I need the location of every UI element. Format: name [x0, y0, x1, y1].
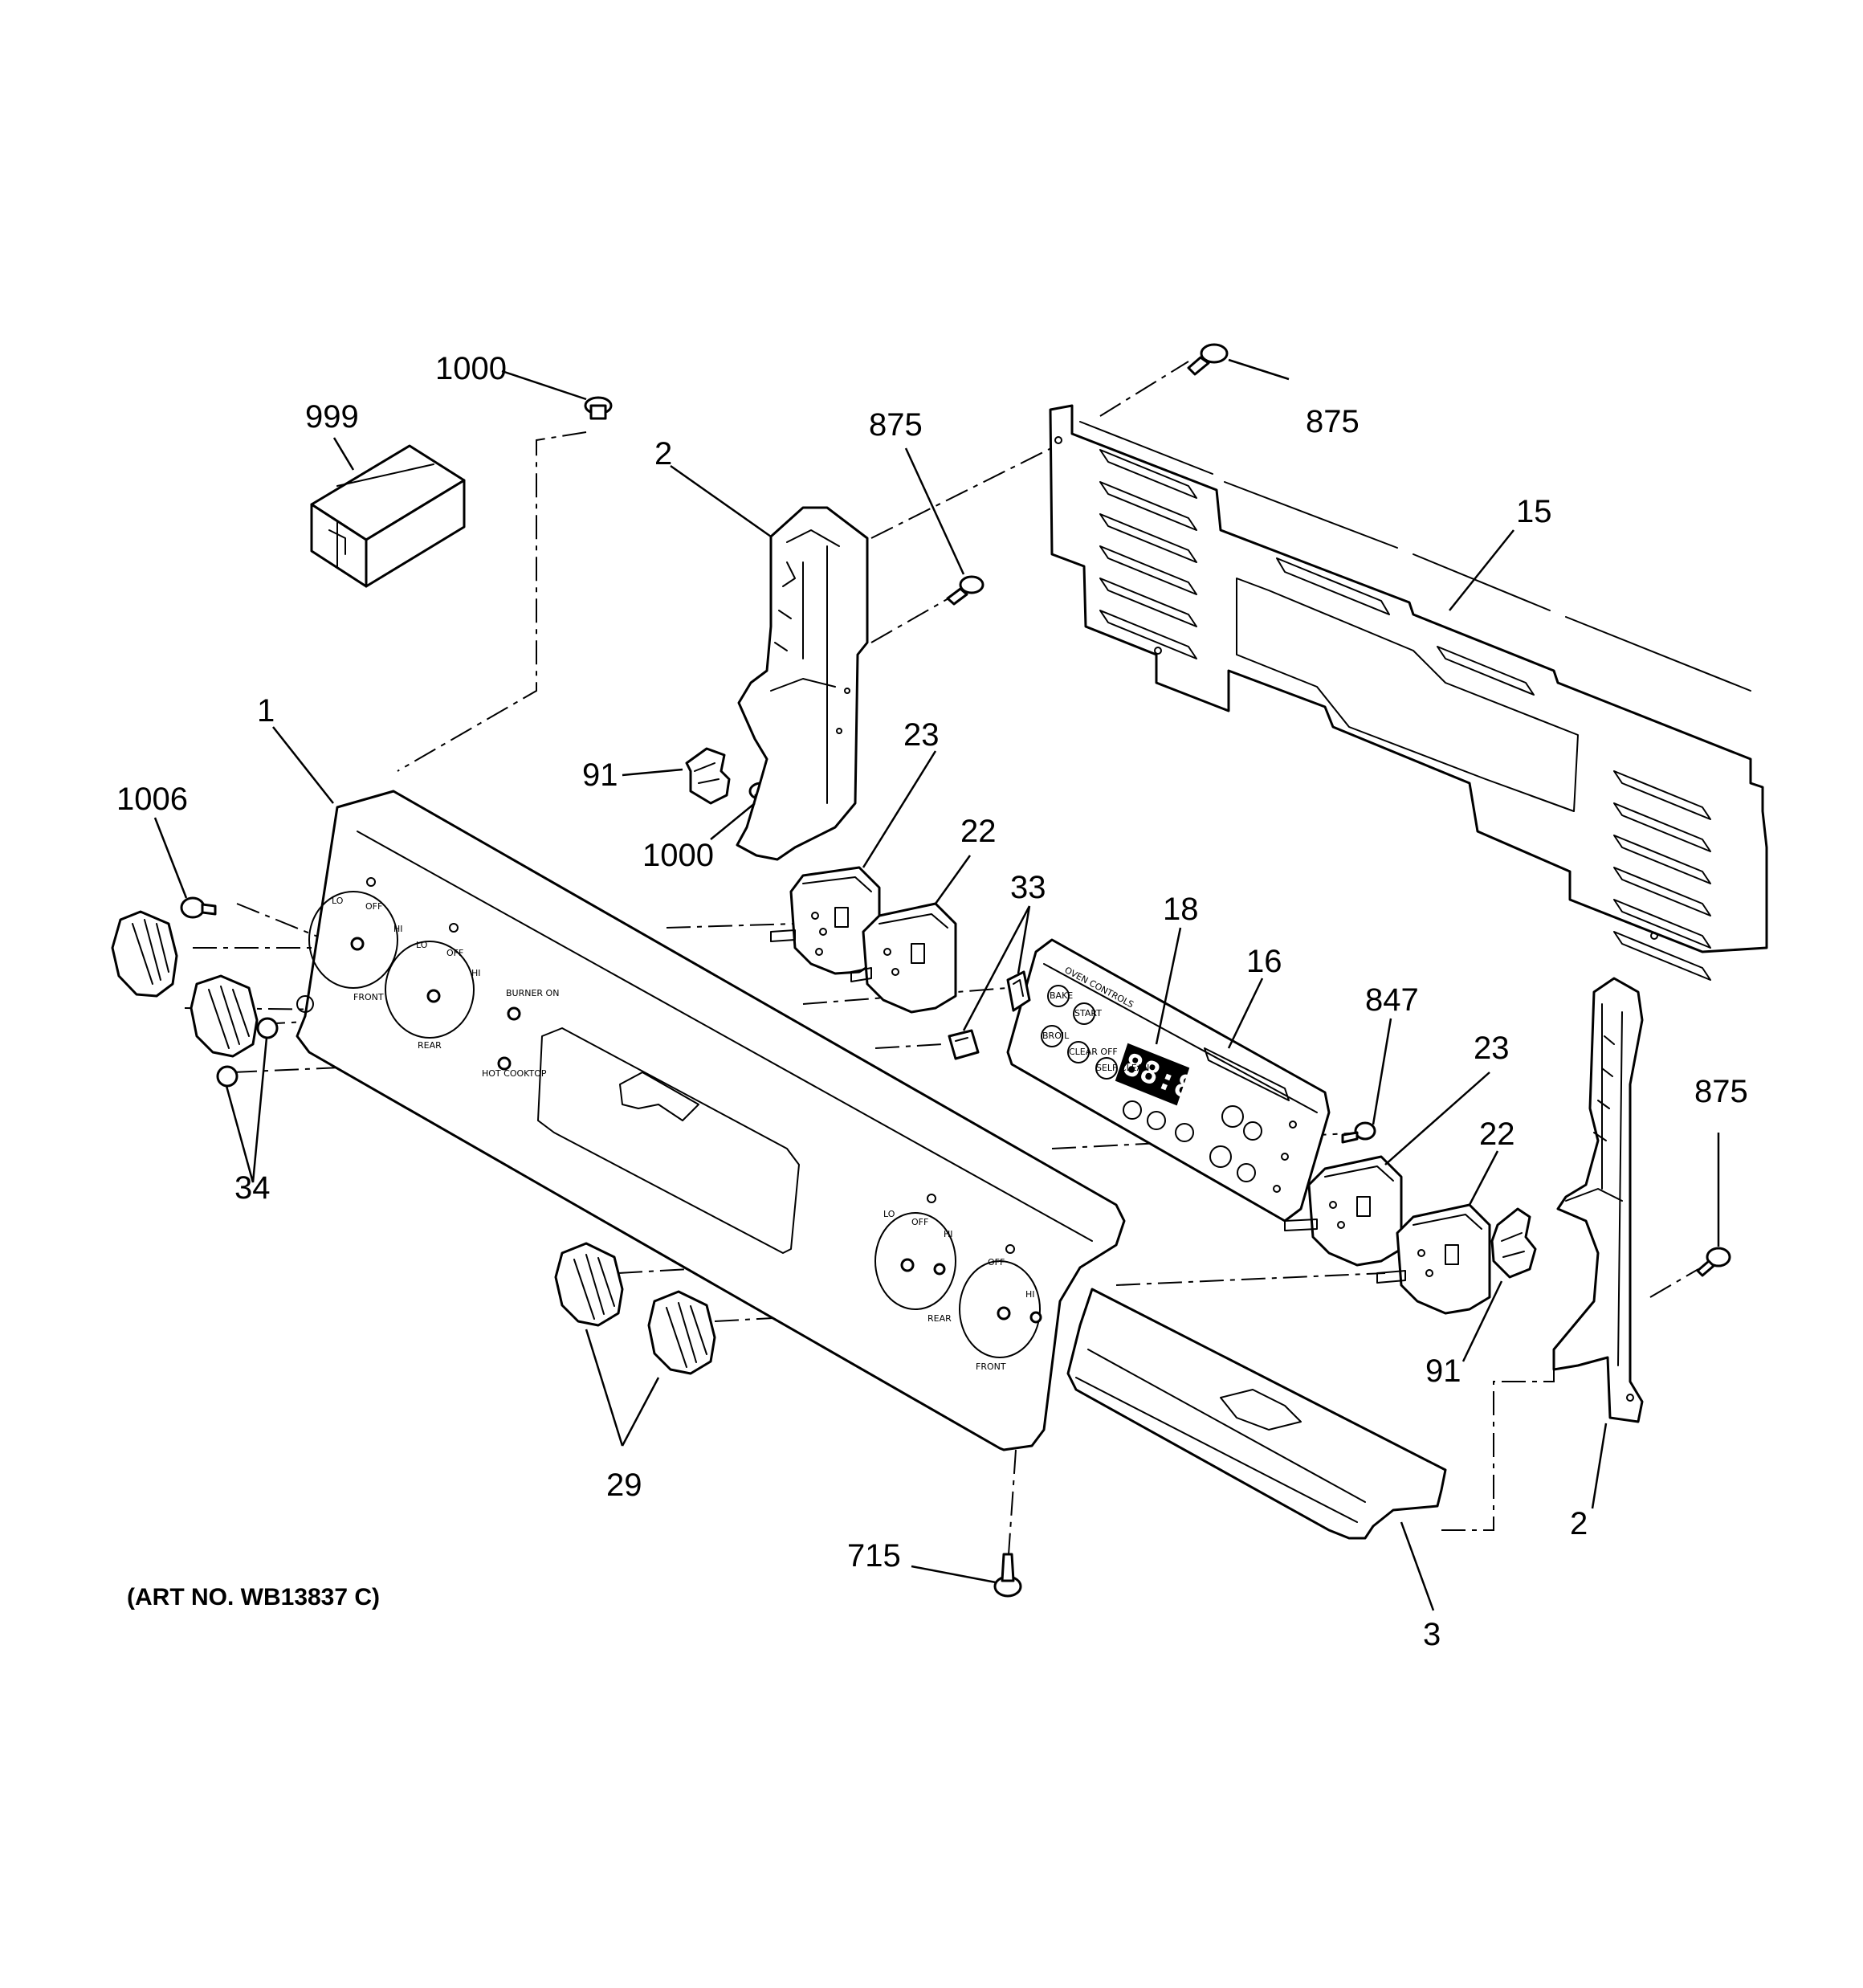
grommet-34-lower	[216, 1065, 238, 1088]
part-22-infinite-switch-left	[850, 902, 957, 1014]
part-15-rear-panel	[1049, 404, 1768, 981]
callout-29: 29	[606, 1468, 642, 1503]
callout-22-right: 22	[1479, 1116, 1515, 1152]
screw-715	[993, 1553, 1022, 1598]
dial-off-label: OFF	[365, 901, 382, 912]
screw-1006	[180, 896, 217, 919]
dial-rear-label: REAR	[418, 1040, 442, 1051]
callout-875-top-right: 875	[1306, 404, 1360, 439]
dial-hi-label-2: HI	[471, 968, 481, 978]
dial-lo-label-2: LO	[416, 940, 428, 950]
dial-hi-label-3: HI	[944, 1229, 953, 1239]
screw-847	[1341, 1121, 1376, 1144]
part-3-trim	[1066, 1288, 1447, 1540]
callout-1000-top: 1000	[435, 351, 507, 386]
dial-hi-label: HI	[393, 924, 403, 934]
dial-off-label-4: OFF	[988, 1257, 1005, 1268]
broil-label: BROIL	[1042, 1031, 1070, 1041]
callout-91-left: 91	[582, 757, 618, 793]
part-33-switch-lower	[948, 1029, 980, 1060]
part-2-left-endcap	[736, 506, 869, 861]
screw-875-mid	[946, 575, 984, 606]
callout-16: 16	[1246, 944, 1282, 979]
hot-cooktop-label: HOT COOKTOP	[482, 1068, 547, 1079]
knob-right-upper	[554, 1242, 624, 1327]
clear-label: CLEAR OFF	[1069, 1047, 1118, 1057]
part-91-left-bracket	[685, 747, 731, 805]
screw-1000-top	[584, 396, 613, 420]
callout-715: 715	[847, 1538, 901, 1574]
part-16-control-board: 88:88 OVEN CONTROLS BAKE BROIL START CLE…	[1006, 938, 1331, 1223]
callout-1: 1	[257, 693, 275, 729]
callout-999: 999	[305, 399, 359, 435]
dial-off-label-2: OFF	[446, 948, 463, 958]
part-23-infinite-switch-right	[1284, 1155, 1403, 1267]
start-label: START	[1074, 1008, 1102, 1018]
callout-33: 33	[1010, 870, 1046, 905]
knob-left-upper	[111, 910, 178, 998]
screw-875-top-right	[1187, 343, 1229, 376]
part-2-right-endcap	[1552, 977, 1644, 1423]
callout-22-left: 22	[960, 814, 997, 849]
callout-34: 34	[234, 1170, 271, 1206]
callout-labels: 1000 999 875 875 2 15 1 1006 91 1000 23 …	[116, 351, 1748, 1652]
callout-23-right: 23	[1474, 1031, 1510, 1066]
dial-hi-label-4: HI	[1025, 1289, 1035, 1300]
callout-875-mid: 875	[869, 407, 923, 443]
part-1-control-panel: LO OFF HI FRONT LO OFF HI REAR BURNER ON…	[296, 790, 1126, 1451]
callout-2-left: 2	[654, 436, 672, 471]
burner-on-label: BURNER ON	[506, 988, 559, 998]
dial-rear-label-2: REAR	[927, 1313, 952, 1324]
callout-1000-lower: 1000	[642, 838, 714, 873]
callout-23-left: 23	[903, 717, 940, 753]
part-22-infinite-switch-right	[1376, 1203, 1491, 1315]
knob-left-lower	[190, 974, 259, 1058]
part-23-infinite-switch-left	[770, 866, 881, 975]
callout-3: 3	[1423, 1617, 1441, 1652]
callout-847: 847	[1365, 982, 1419, 1018]
bake-label: BAKE	[1050, 990, 1073, 1001]
callout-18: 18	[1163, 892, 1199, 927]
callout-1006: 1006	[116, 782, 188, 817]
knob-right-lower	[647, 1290, 716, 1375]
part-91-right-bracket	[1490, 1207, 1537, 1279]
leader-lines	[153, 358, 1720, 1611]
dial-lo-label: LO	[332, 896, 344, 906]
dial-lo-label-3: LO	[883, 1209, 895, 1219]
callout-2-right: 2	[1570, 1506, 1588, 1541]
dial-front-label-2: FRONT	[976, 1361, 1006, 1372]
callout-15: 15	[1516, 494, 1552, 529]
callout-91-right: 91	[1425, 1353, 1461, 1389]
screw-875-right	[1696, 1247, 1731, 1277]
part-33-switch-upper	[1006, 970, 1031, 1012]
callout-875-right: 875	[1694, 1074, 1748, 1109]
self-clean-label: SELF CLEAN	[1096, 1063, 1149, 1073]
dial-front-label: FRONT	[353, 992, 384, 1002]
dial-off-label-3: OFF	[911, 1217, 928, 1227]
part-999-box	[310, 444, 466, 588]
art-number: (ART NO. WB13837 C)	[127, 1584, 380, 1610]
grommet-34-upper	[256, 1017, 279, 1039]
